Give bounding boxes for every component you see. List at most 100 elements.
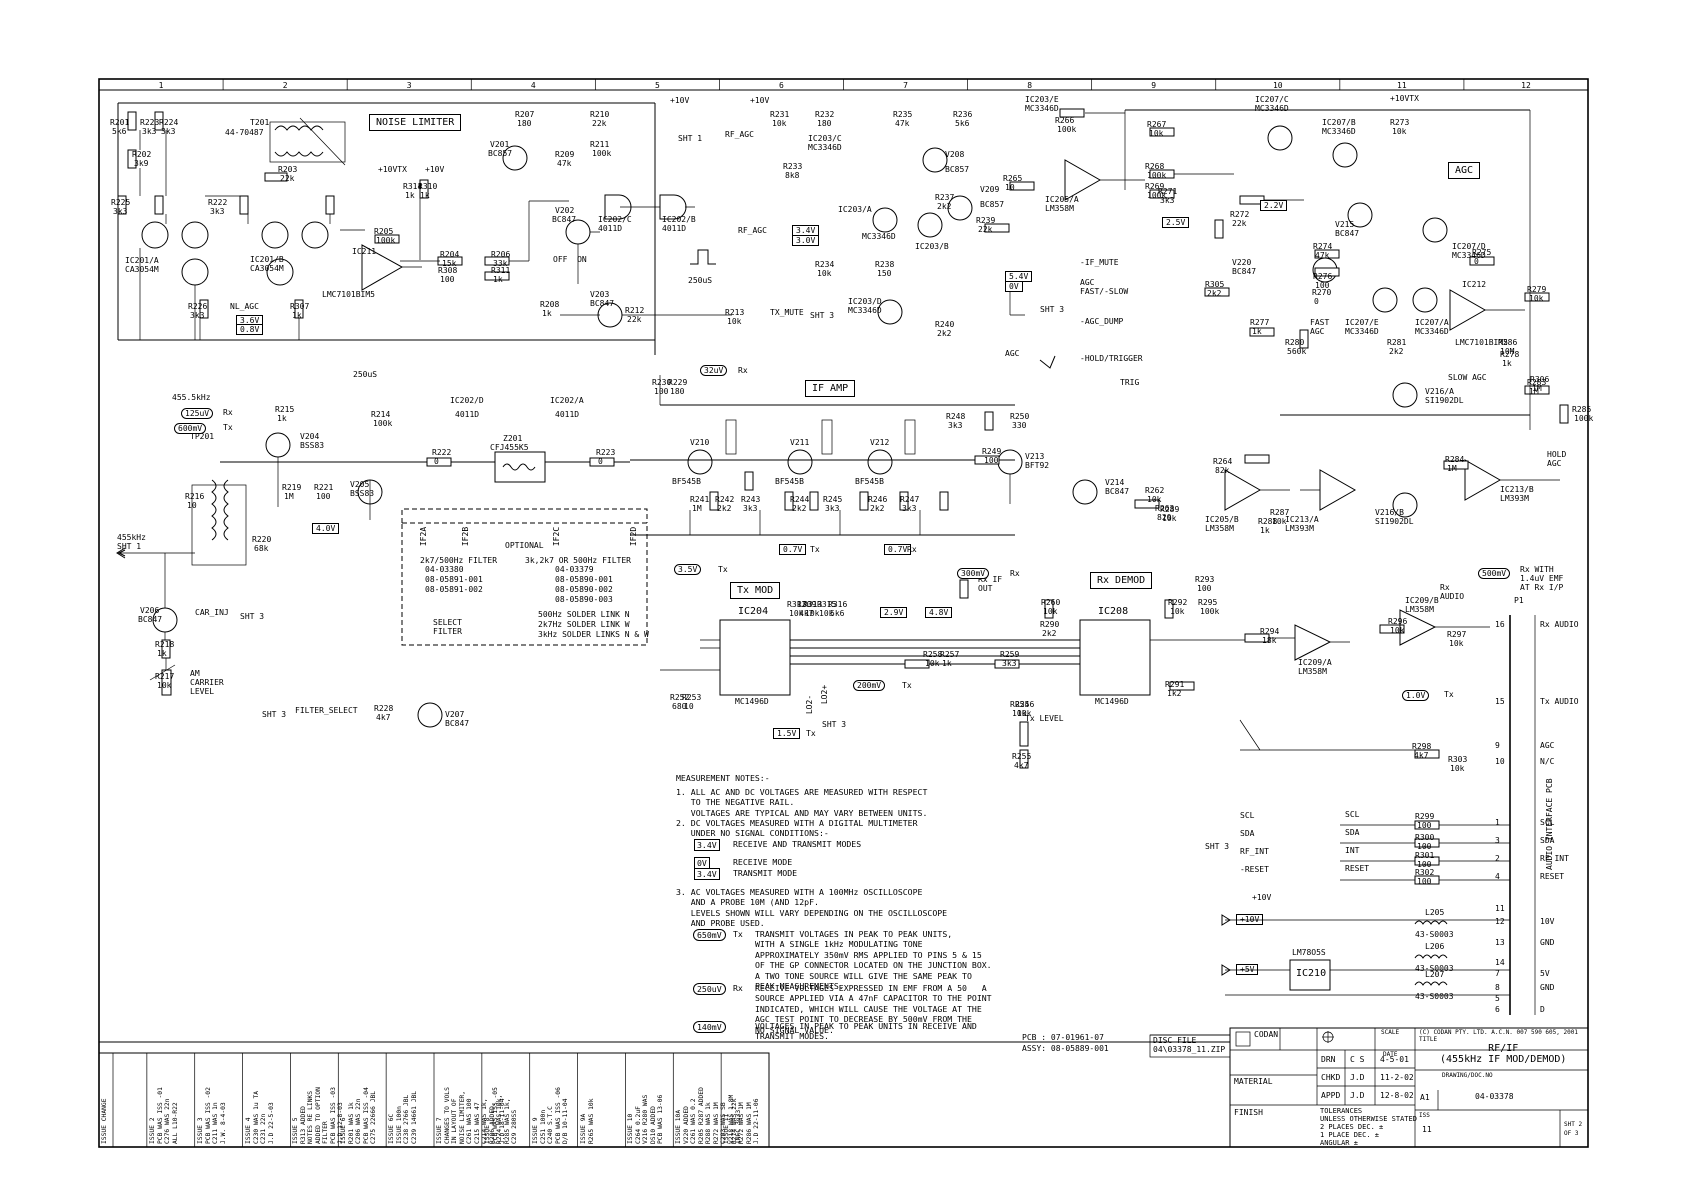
plus10v-top: +10V [670,96,690,105]
disc-file: 04\03378_11.ZIP [1153,1045,1226,1054]
resistor-value: 1M [1532,384,1542,393]
t201-label: T201 [250,118,270,127]
resistor-value: 1M [1529,387,1539,396]
resistor-value: 10k [1170,607,1185,616]
title-row-role: CHKD [1321,1073,1341,1082]
ic207e-label: IC207/E [1345,318,1379,327]
note-5-mode: Rx [733,983,743,993]
resistor-value: 100k [1057,125,1077,134]
ic207b-label: IC207/B [1322,118,1356,127]
sht1-rf-agc-sheet: SHT 1 [678,134,703,143]
voltage-tag: 2.9V [880,607,908,618]
issue-entry: ISSUE 6 R201 WAS 1k C206 WAS 22n PCB WAS… [340,1087,378,1144]
resistor-value: 100 [440,275,455,284]
v203-label: V203 [590,290,610,299]
resistor-ref: R269 [1145,182,1165,191]
resistor-ref: R310 [418,182,438,191]
ic207c-label: IC207/C [1255,95,1289,104]
v220-label: V220 [1232,258,1252,267]
resistor-ref: R270 [1312,288,1332,297]
p1-pin-number: 6 [1495,1005,1500,1014]
rf-agc-net: RF_AGC [738,226,767,235]
resistor-value: 10k [805,609,820,618]
hold-trigger-net: -HOLD/TRIGGER [1080,354,1143,363]
drawing-title: RF/IF (455kHz IF MOD/DEMOD) [1440,1043,1567,1065]
tx-mode-mark: Tx [806,729,816,738]
tx-mod-label: Tx MOD [730,582,781,599]
filter-b-title: 3k,2k7 OR 500Hz FILTER [525,556,631,565]
resistor-value: 10 [684,702,694,711]
resistor-value: 100 [1197,584,1212,593]
v216a-pn: SI1902DL [1425,396,1464,405]
resistor-ref: R216 [185,492,205,501]
if-mute-net: -IF_MUTE [1080,258,1119,267]
resistor-value: 18k [1262,636,1277,645]
resistor-value: 2k2 [1389,347,1404,356]
ic210-label: IC210 [1296,968,1327,979]
v205-pn: BSS83 [350,489,375,498]
ic203c-label: IC203/C [808,134,842,143]
tx-mode-mark: Tx [223,423,233,432]
resistor-ref: R276 [1313,272,1333,281]
resistor-ref: R243 [741,495,761,504]
resistor-value: 1M [1447,464,1457,473]
resistor-ref: R208 [540,300,560,309]
resistor-value: 4k7 [376,713,391,722]
p1-pin-label: Rx AUDIO [1540,620,1579,629]
resistor-value: 3k3 [210,207,225,216]
v202-pn: BC847 [552,215,577,224]
resistor-value: 3k3 [113,207,128,216]
resistor-ref: R280 [1285,338,1305,347]
column-number: 12 [1521,81,1531,90]
resistor-value: 2k2 [937,202,952,211]
ic203a-pn: MC3346D [862,232,896,241]
slow-agc-label: SLOW AGC [1448,373,1487,382]
nl-agc-net: NL_AGC [230,302,259,311]
ic213a-pn: LM393M [1285,524,1314,533]
ic209b-label: IC209/B [1405,596,1439,605]
resistor-value: 5k6 [112,127,127,136]
resistor-value: 4k7 [1414,751,1429,760]
t201-pn: 44-70487 [225,128,264,137]
fast-agc-label: FAST AGC [1310,318,1330,336]
ic205b-label: IC205/B [1205,515,1239,524]
ic201a-label: IC201/A [125,256,159,265]
column-number: 10 [1273,81,1283,90]
resistor-value: 10k [727,317,742,326]
p1-pin-label: 5V [1540,969,1550,978]
resistor-ref: R242 [715,495,735,504]
note-2: 2. DC VOLTAGES MEASURED WITH A DIGITAL M… [676,818,918,839]
resistor-value: 100k [1147,191,1167,200]
resistor-value: 100 [654,387,669,396]
resistor-ref: R235 [893,110,913,119]
note-2b-tag2: 3.4V [694,868,720,881]
ic201b-label: IC201/B [250,255,284,264]
disc-file-label: DISC FILE [1153,1036,1197,1045]
resistor-value: 22k [978,225,993,234]
v211-pn: BF545B [775,477,804,486]
input-filter-section [116,432,648,728]
resistor-ref: R233 [783,162,803,171]
ic212-label: IC212 [1462,280,1487,289]
resistor-ref: R262 [1145,486,1165,495]
resistor-value: 3k9 [134,159,149,168]
resistor-value: 10M [1500,347,1515,356]
resistor-value: 10k [1529,294,1544,303]
column-number: 11 [1397,81,1407,90]
v207-pn: BC847 [445,719,470,728]
p1-pin-number: 13 [1495,938,1505,947]
resistor-value: 1k [542,309,552,318]
freq-455-label: 455.5kHz [172,393,211,402]
resistor-ref: R275 [1472,248,1492,257]
inductor-pn: 43-S0003 [1415,992,1454,1001]
resistor-value: 3k3 [902,504,917,513]
interface-signal: SCL [1345,810,1360,819]
resistor-ref: R223 [140,118,160,127]
resistor-value: 22k [627,315,642,324]
note-4-tag: 650mV [693,929,726,942]
note-2a: RECEIVE AND TRANSMIT MODES [733,839,862,849]
resistor-value: 2k2 [870,504,885,513]
resistor-ref: R285 [1572,405,1592,414]
resistor-ref: R294 [1260,627,1280,636]
resistor-value: 1M [692,504,702,513]
